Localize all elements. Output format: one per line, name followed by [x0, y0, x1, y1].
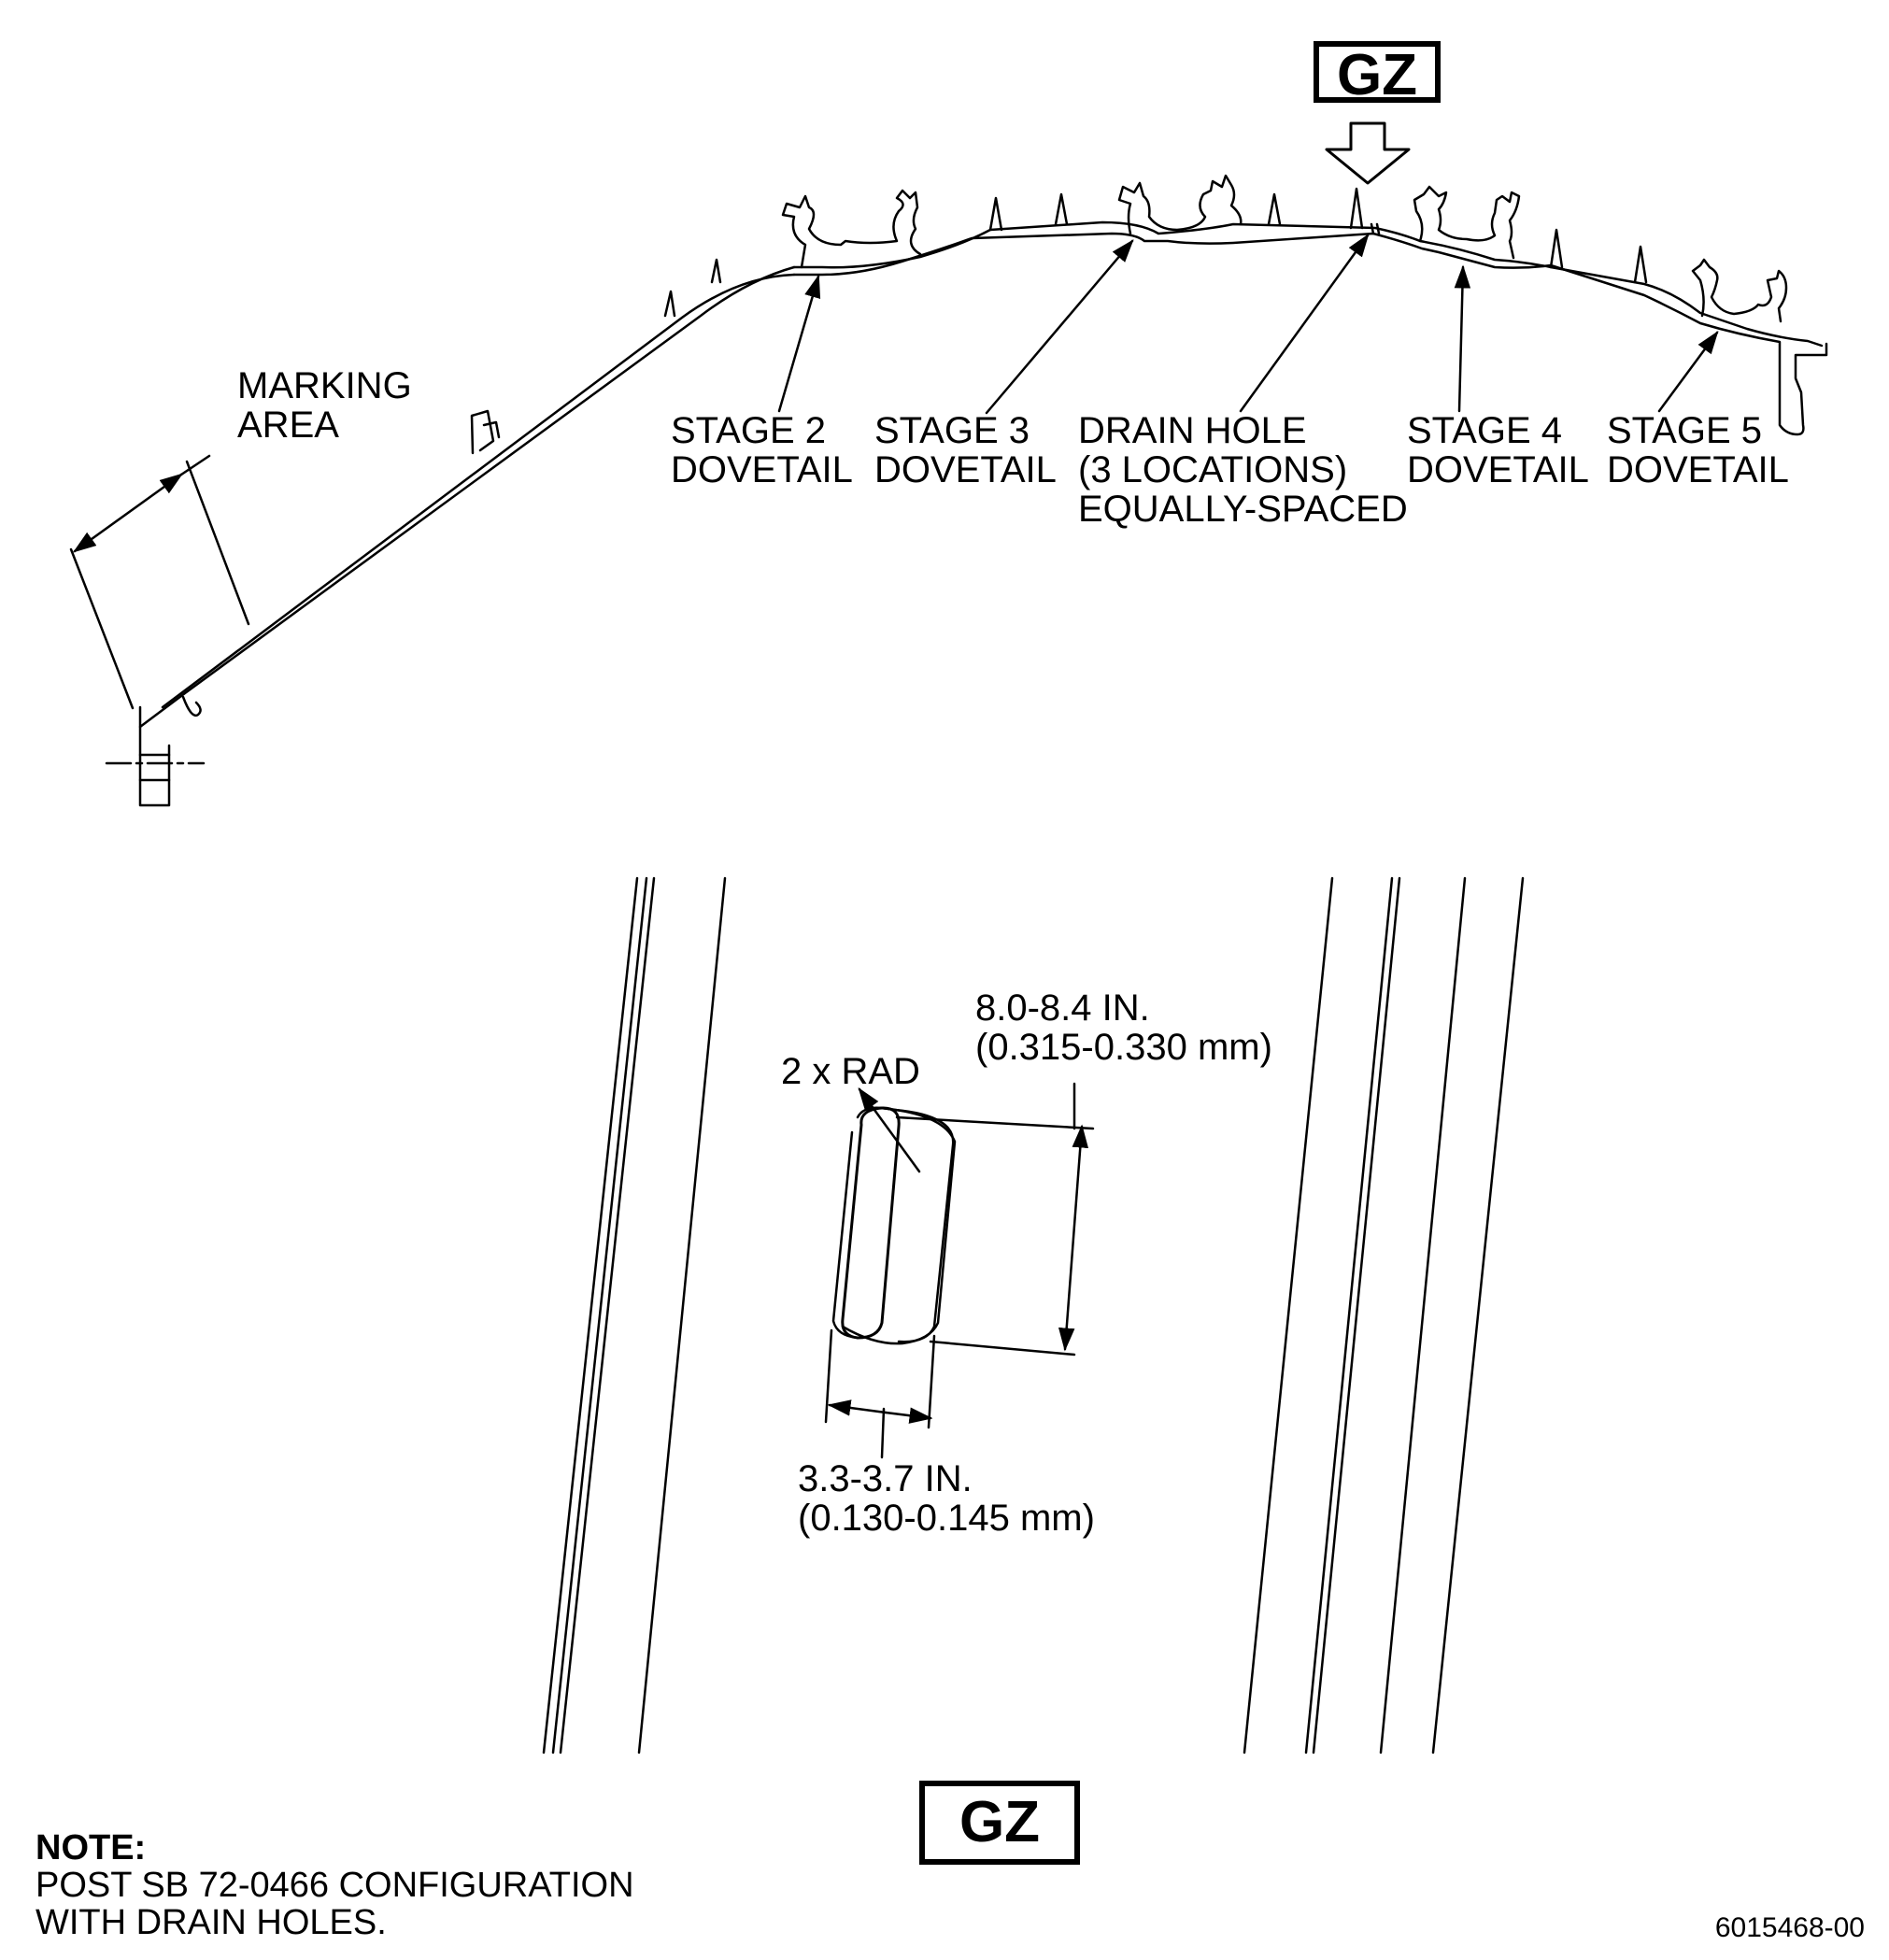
label-drain-hole: DRAIN HOLE (3 LOCATIONS) EQUALLY-SPACED [1078, 410, 1408, 530]
view-label-top: GZ [1314, 41, 1441, 105]
note-block: NOTE: POST SB 72-0466 CONFIGURATION WITH… [36, 1829, 634, 1941]
view-direction-arrow [1325, 121, 1411, 185]
label-length-dimension: 8.0-8.4 IN. (0.315-0.330 mm) [975, 987, 1272, 1068]
label-radius: 2 x RAD [781, 1051, 920, 1092]
note-line: WITH DRAIN HOLES. [36, 1903, 387, 1942]
note-line: POST SB 72-0466 CONFIGURATION [36, 1866, 634, 1905]
slot-width-dimension [824, 1328, 936, 1459]
leader-stage2 [777, 274, 821, 413]
view-label-bottom: GZ [919, 1781, 1080, 1865]
label-stage5-dovetail: STAGE 5 DOVETAIL [1607, 410, 1789, 490]
detail-panel-lines [542, 876, 1525, 1754]
label-stage3-dovetail: STAGE 3 DOVETAIL [874, 410, 1057, 490]
label-stage4-dovetail: STAGE 4 DOVETAIL [1407, 410, 1589, 490]
marking-area-dimension [69, 454, 250, 710]
label-stage2-dovetail: STAGE 2 DOVETAIL [671, 410, 853, 490]
slot-length-dimension [895, 1082, 1095, 1356]
leader-stage5 [1657, 330, 1719, 413]
figure-id: 6015468-00 [1714, 1912, 1865, 1943]
radius-leader [858, 1087, 921, 1173]
leader-stage4 [1454, 264, 1471, 413]
label-marking-area: MARKING AREA [237, 365, 412, 446]
leader-drain-hole [1239, 233, 1370, 413]
note-heading: NOTE: [36, 1828, 147, 1868]
drum-profile [105, 174, 1828, 807]
drain-slot [831, 1106, 957, 1345]
leader-stage3 [985, 239, 1134, 415]
label-width-dimension: 3.3-3.7 IN. (0.130-0.145 mm) [798, 1458, 1095, 1539]
